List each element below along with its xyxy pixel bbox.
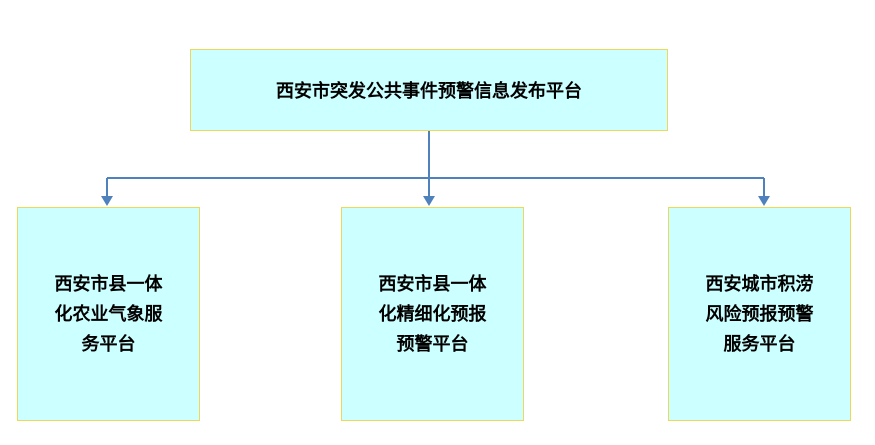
root-platform-label: 西安市突发公共事件预警信息发布平台 (276, 81, 582, 101)
child-1-line-1: 西安市县一体 (54, 274, 163, 294)
child-1-line-2: 化农业气象服 (54, 304, 163, 324)
child-box-agro-meteorology: 西安市县一体 化农业气象服 务平台 (17, 207, 200, 421)
child-2-line-2: 化精细化预报 (378, 304, 487, 324)
arrowhead-left-icon (101, 196, 113, 206)
child-3-line-3: 服务平台 (723, 334, 796, 354)
root-platform-box: 西安市突发公共事件预警信息发布平台 (190, 49, 668, 131)
arrowhead-middle-icon (423, 196, 435, 206)
child-3-line-1: 西安城市积涝 (705, 274, 814, 294)
child-2-line-1: 西安市县一体 (378, 274, 487, 294)
child-box-refined-forecast: 西安市县一体 化精细化预报 预警平台 (341, 207, 524, 421)
child-3-line-2: 风险预报预警 (705, 304, 814, 324)
child-2-line-3: 预警平台 (396, 334, 469, 354)
arrowhead-right-icon (758, 196, 770, 206)
child-box-waterlogging: 西安城市积涝 风险预报预警 服务平台 (668, 207, 851, 421)
child-1-line-3: 务平台 (81, 334, 136, 354)
